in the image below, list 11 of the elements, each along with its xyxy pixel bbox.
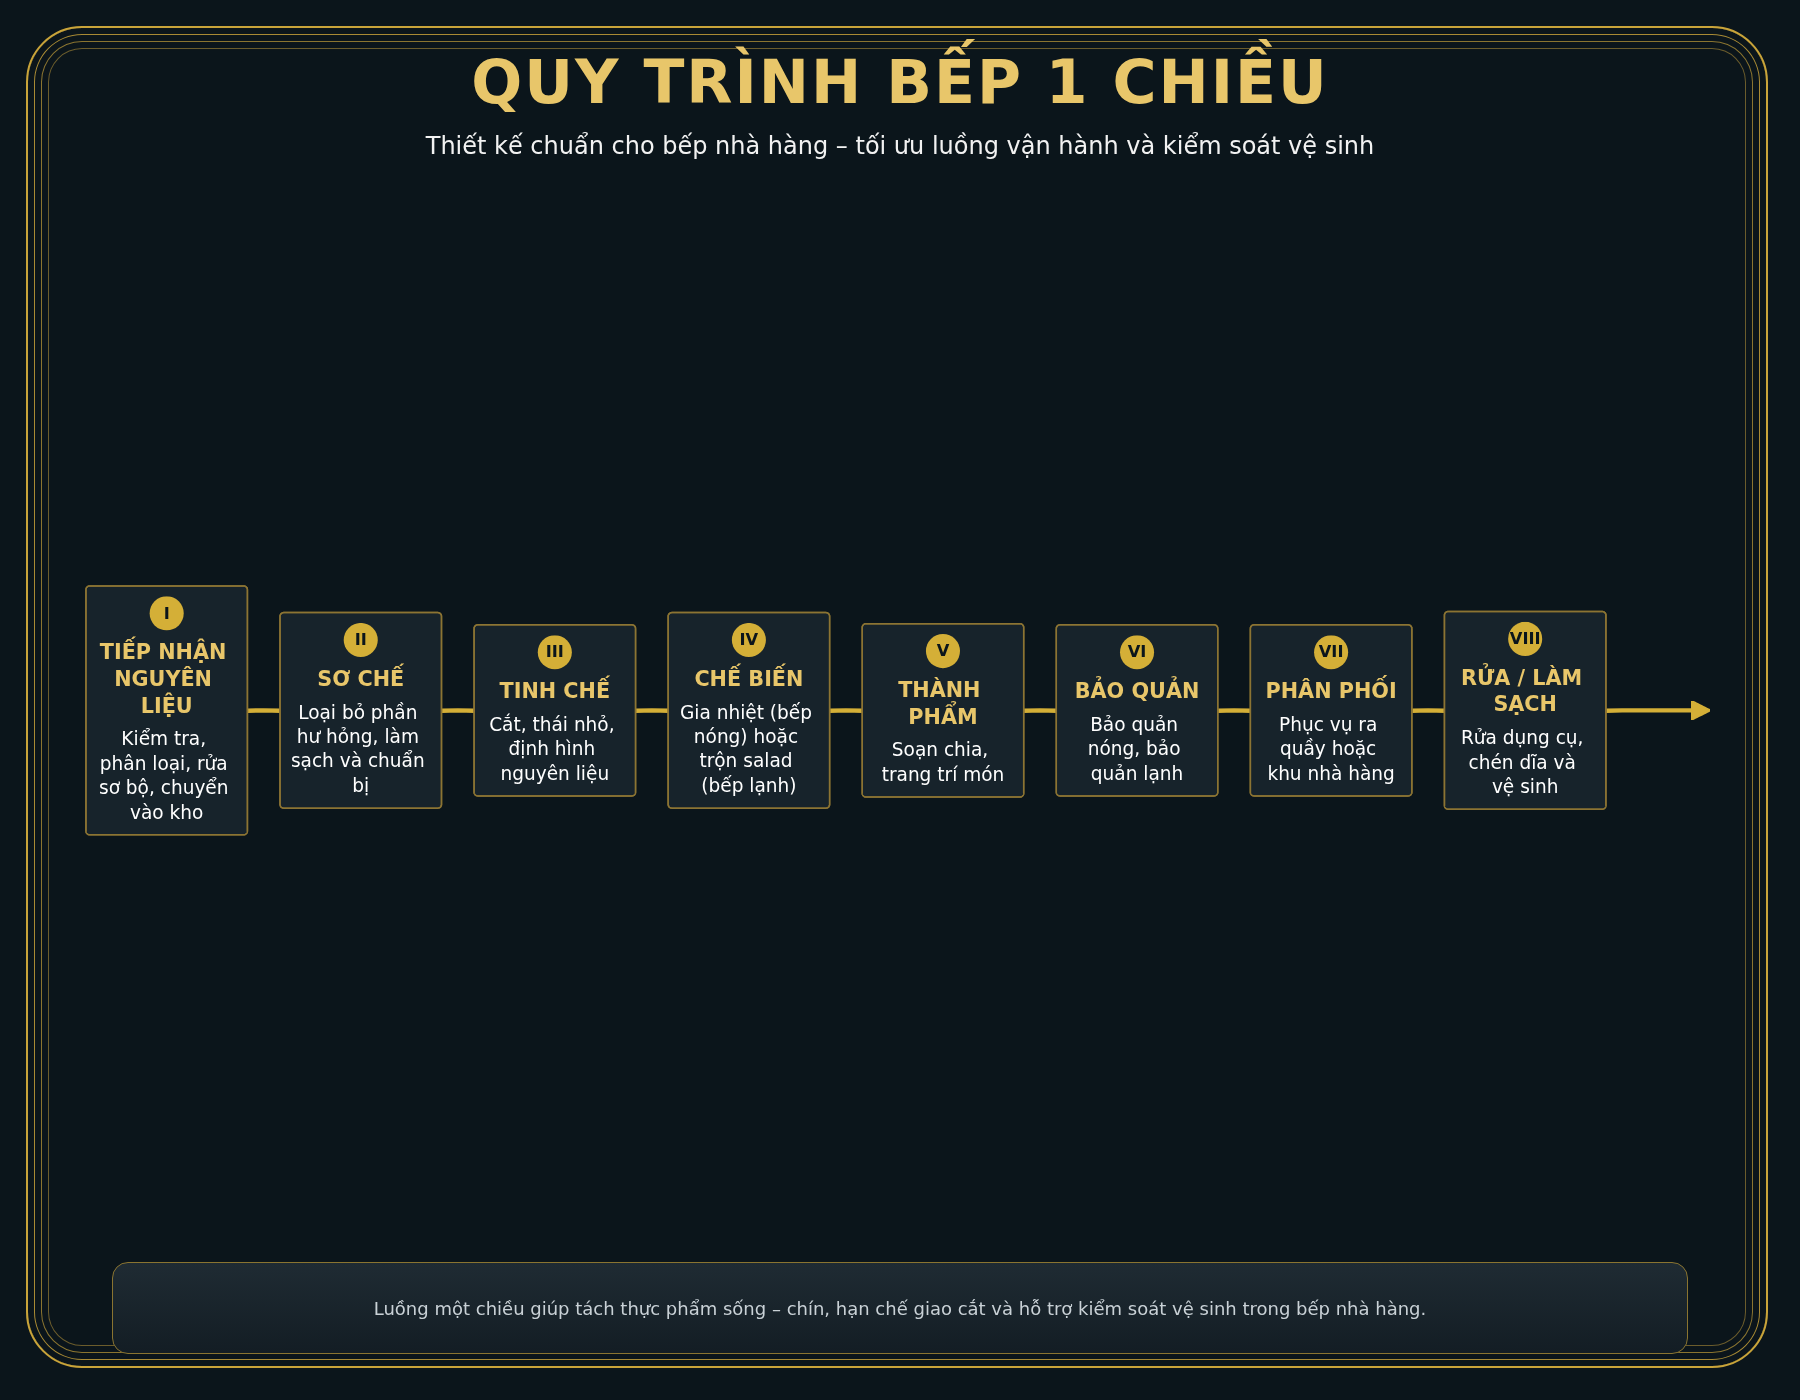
arrow: [1606, 699, 1712, 721]
connector: [1412, 707, 1445, 713]
connector: [635, 707, 669, 713]
connector: [829, 707, 863, 713]
connector: [441, 707, 475, 713]
connector: [247, 707, 281, 713]
title: QUY TRÌNH BẾP 1 CHIỀU: [0, 34, 1800, 130]
subtitle: Thiết kế chuẩn cho bếp nhà hàng – tối ưu luồng vận hành và kiểm soát vệ sinh: [424, 131, 1376, 162]
caption-note: Luồng một chiều giúp tách thực phẩm sống – chín, hạn chế giao cắt và hỗ trợ kiểm soát vệ sinh trong bếp nhà hàng.: [112, 1262, 1688, 1354]
connector: [1218, 707, 1251, 713]
connector: [1024, 707, 1057, 713]
